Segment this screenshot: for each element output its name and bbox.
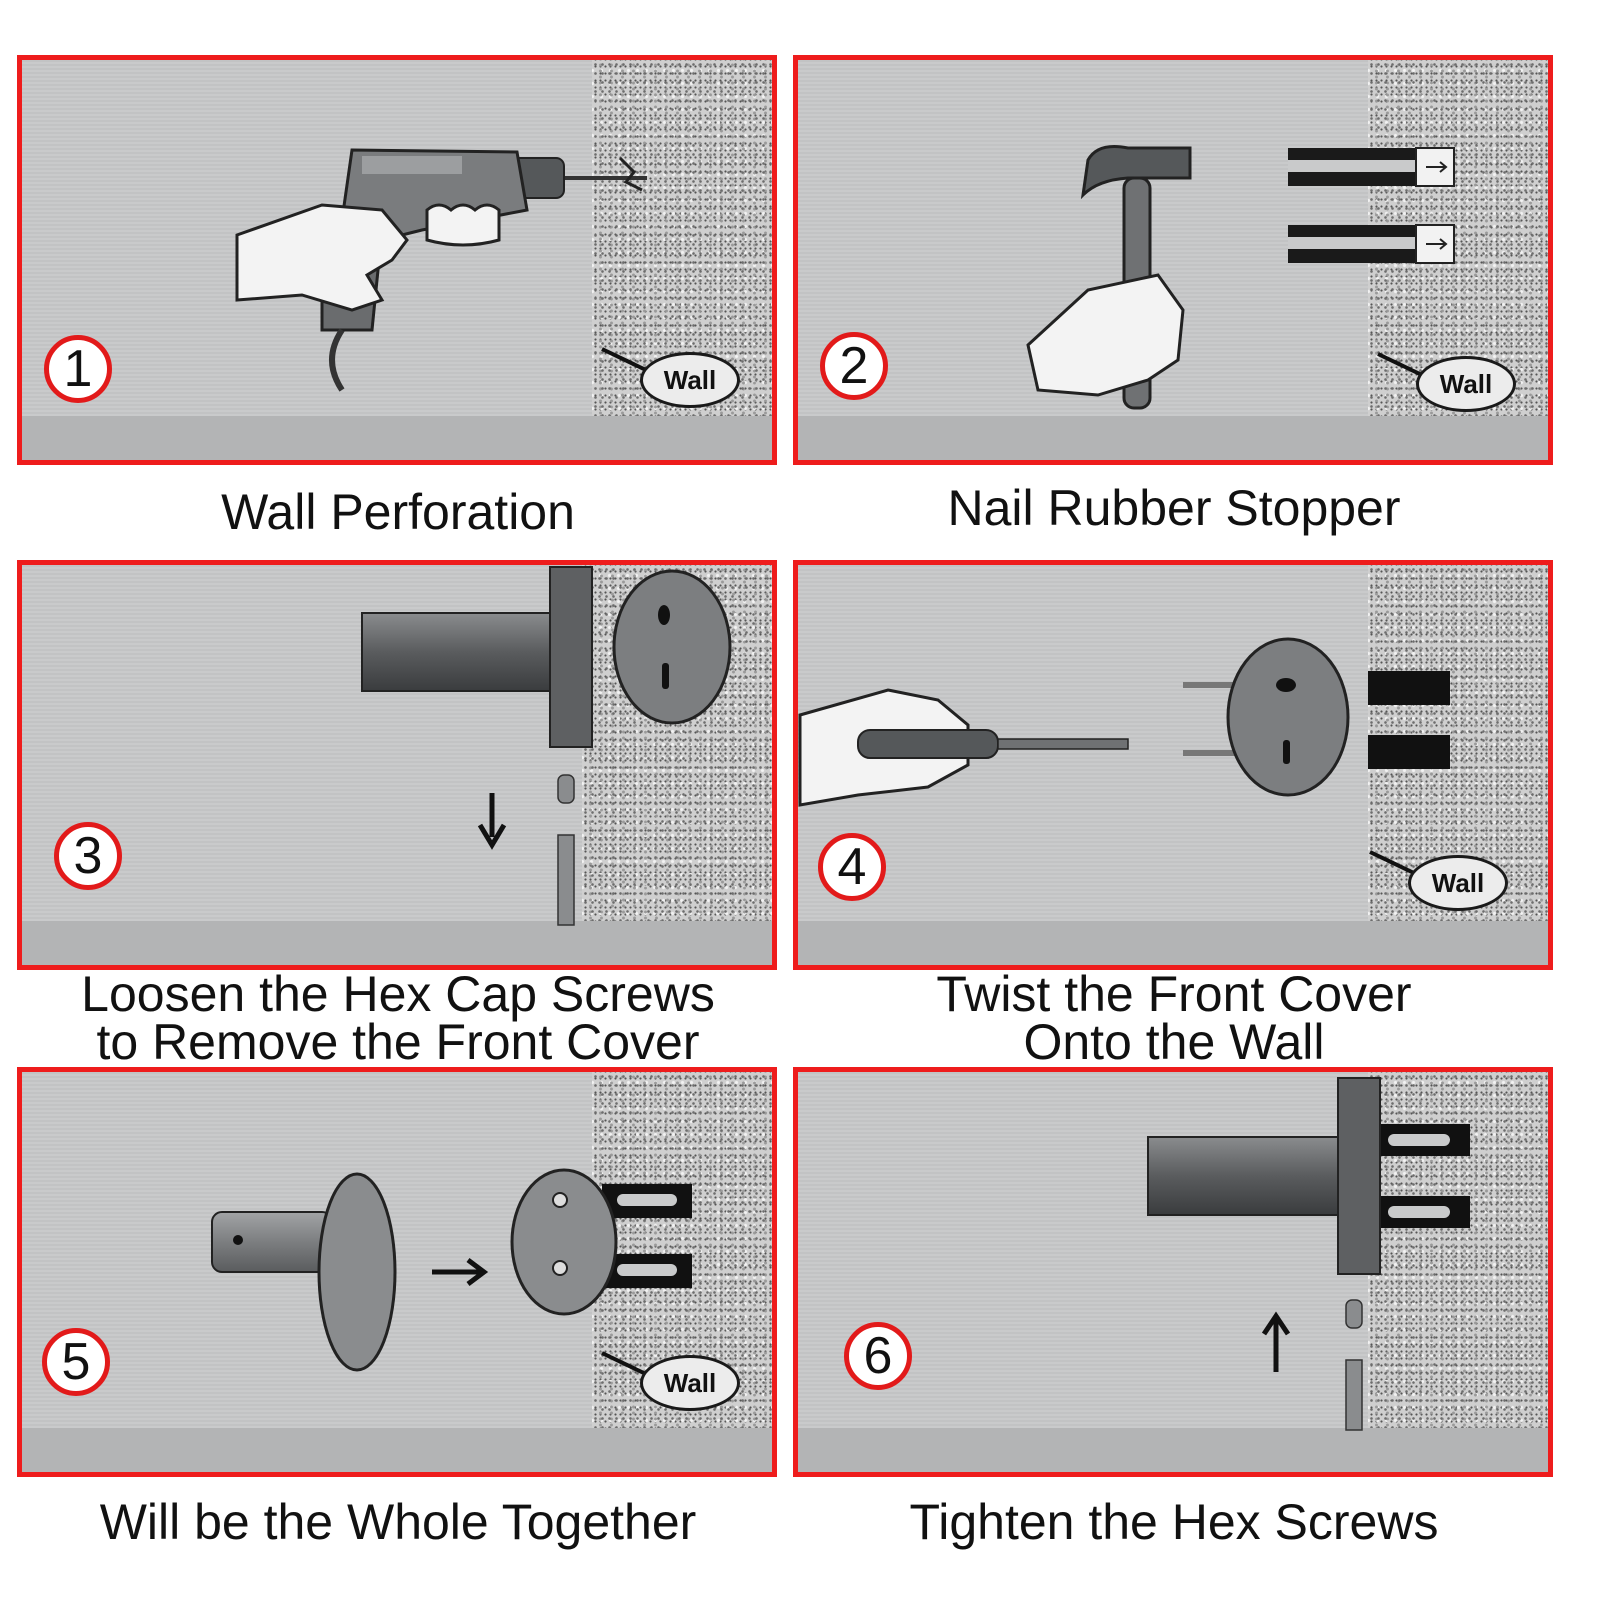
step-6-panel: 6 [793,1067,1553,1477]
step-5-panel: 5 Wall [17,1067,777,1477]
towel-bar-icon [361,566,732,926]
base-plate-icon [1183,637,1450,797]
step-1-panel: 1 Wall [17,55,777,465]
base-plate-icon [510,1168,692,1316]
towel-bar-icon [211,1172,489,1372]
step-number-badge: 3 [54,822,122,890]
step-4-caption: Twist the Front Cover Onto the Wall [784,966,1564,1070]
step-number-badge: 6 [844,1322,912,1390]
floor-strip [22,921,772,965]
caption-line-1: Twist the Front Cover [936,966,1412,1022]
wall-label: Wall [1408,855,1508,911]
caption-line-1: Loosen the Hex Cap Screws [81,966,715,1022]
step-number-badge: 2 [820,332,888,400]
step-3-caption: Loosen the Hex Cap Screws to Remove the … [8,966,788,1070]
drill-icon [235,148,647,392]
step-4-panel: 4 Wall [793,560,1553,970]
caption-line-2: to Remove the Front Cover [96,1014,700,1070]
pointer-icon [601,347,649,373]
step-6-caption: Tighten the Hex Screws [909,1494,1439,1550]
wall-label: Wall [1416,356,1516,412]
step-number-badge: 4 [818,833,886,901]
wall-label: Wall [640,352,740,408]
floor-strip [798,1428,1548,1472]
step-1-caption: Wall Perforation [221,484,575,540]
floor-strip [22,1428,772,1472]
step-number-badge: 1 [44,335,112,403]
screwdriver-icon [798,688,1129,807]
step-3-panel: 3 [17,560,777,970]
step-2-panel: 2 Wall [793,55,1553,465]
towel-bar-icon [1147,1077,1470,1431]
floor-strip [22,416,772,460]
hammer-icon [1026,145,1192,410]
rubber-stopper-icon [1288,147,1455,264]
pointer-icon [1377,352,1425,378]
step-5-caption: Will be the Whole Together [99,1494,697,1550]
step-2-caption: Nail Rubber Stopper [947,480,1401,536]
floor-strip [798,416,1548,460]
floor-strip [798,921,1548,965]
pointer-icon [1369,850,1417,876]
wall-texture [592,1072,772,1428]
wall-label: Wall [640,1355,740,1411]
pointer-icon [601,1351,649,1377]
step-number-badge: 5 [42,1328,110,1396]
caption-line-2: Onto the Wall [1023,1014,1325,1070]
